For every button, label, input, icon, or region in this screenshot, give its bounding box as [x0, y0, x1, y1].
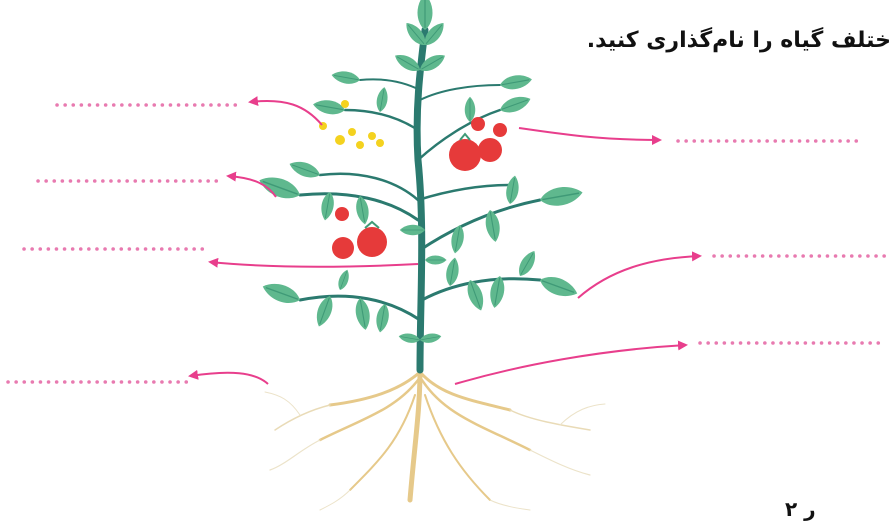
answer-blanks [8, 105, 889, 382]
arrow-root [190, 373, 268, 384]
arrow-main-root [455, 345, 686, 384]
roots [265, 370, 605, 510]
footer-text: ر ۲ [785, 497, 816, 521]
arrows [190, 101, 700, 384]
arrow-flower [250, 101, 322, 125]
arrow-stem [210, 262, 418, 267]
instruction-title: ختلف گیاه را نام‌گذاری کنید. [587, 28, 891, 53]
arrow-branch-leaf [578, 256, 700, 298]
arrow-fruit [519, 128, 660, 140]
